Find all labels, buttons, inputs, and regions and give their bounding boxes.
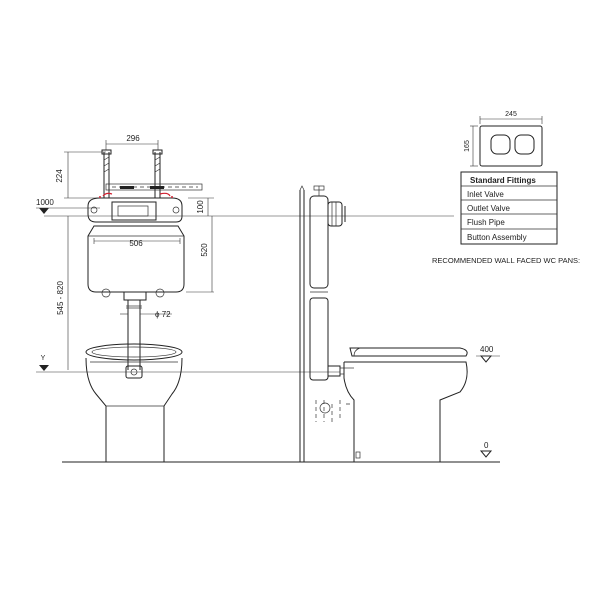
cistern-top — [87, 197, 183, 223]
cistern-body — [87, 225, 185, 293]
full-flush-button — [514, 134, 535, 155]
button-plate — [479, 125, 543, 167]
outlet-marker-label: Y — [41, 355, 46, 362]
level-marker-y: Y — [36, 355, 340, 373]
red-inlet-markers — [99, 196, 173, 198]
button-plate-height-label: 165 — [464, 140, 471, 152]
fittings-table: Standard Fittings Inlet Valve Outlet Val… — [460, 171, 558, 245]
button-plate-drawing: 245 165 — [464, 111, 543, 167]
fittings-row-inlet-valve: Inlet Valve — [467, 190, 504, 199]
side-cistern — [309, 195, 329, 289]
mounting-studs — [101, 149, 163, 198]
level-1000-triangle — [39, 208, 49, 214]
button-plate-width-label: 245 — [505, 111, 517, 118]
top-level-label: 1000 — [36, 198, 54, 207]
side-frame-lower — [309, 297, 329, 381]
fittings-row-flush-pipe: Flush Pipe — [467, 218, 505, 227]
height-range-label: 545 - 820 — [56, 281, 65, 315]
floor-level-label: 0 — [484, 441, 489, 450]
level-400-triangle — [479, 355, 493, 363]
flush-pipe — [123, 291, 147, 379]
side-toilet-pan — [343, 347, 468, 462]
stud-spacing-label: 296 — [126, 134, 140, 143]
pipe-diameter-label: ϕ 72 — [155, 310, 171, 319]
front-view: 296 224 506 — [36, 134, 454, 463]
fittings-row-button-assembly: Button Assembly — [467, 233, 527, 242]
fittings-table-header: Standard Fittings — [470, 176, 536, 185]
stud-height-label: 224 — [55, 169, 64, 183]
level-0-triangle — [479, 450, 493, 458]
inlet-opening — [111, 201, 157, 221]
seat-height-label: 400 — [480, 345, 494, 354]
side-view: 400 0 — [299, 185, 500, 462]
toilet-pan-front — [85, 343, 183, 463]
level-marker-400: 400 — [476, 345, 500, 363]
level-y-triangle — [39, 365, 49, 371]
level-marker-1000: 1000 — [36, 198, 100, 214]
cistern-height-label: 520 — [200, 243, 209, 257]
level-marker-0: 0 — [479, 441, 493, 458]
fittings-row-outlet-valve: Outlet Valve — [467, 204, 511, 213]
recommended-pans-note: RECOMMENDED WALL FACED WC PANS: — [432, 256, 580, 265]
side-button-assembly — [327, 201, 346, 227]
cistern-width-label: 506 — [129, 239, 143, 248]
half-flush-button — [490, 134, 511, 155]
top-bracket — [105, 183, 203, 191]
top-offset-label: 100 — [196, 200, 205, 214]
